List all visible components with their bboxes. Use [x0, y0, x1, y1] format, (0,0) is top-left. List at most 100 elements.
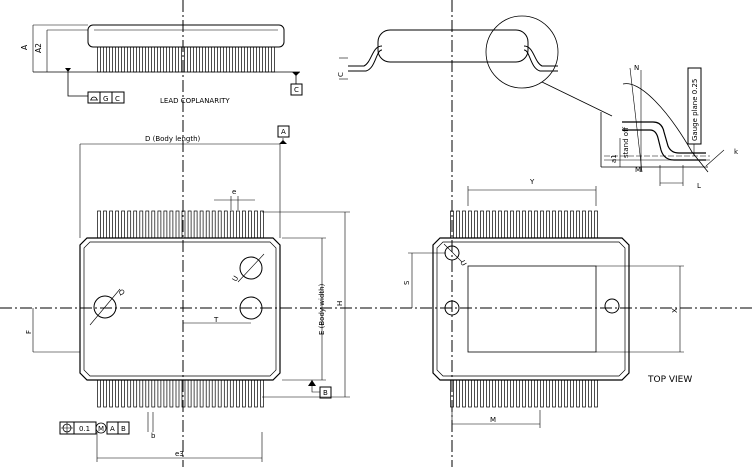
datum-a-box	[277, 125, 290, 138]
lead-top	[564, 210, 568, 239]
lead-top	[558, 210, 562, 239]
lead-top	[456, 210, 460, 239]
angle-line-n	[629, 67, 643, 173]
label-dim-u-left: U	[231, 275, 240, 283]
label-stand-off: stand off	[622, 127, 630, 158]
fcf-tolerance: 0.1	[79, 425, 90, 433]
datum-c-box	[290, 83, 303, 96]
lead-top	[522, 210, 526, 239]
label-dim-u-right: U	[458, 259, 467, 267]
lead-bottom	[127, 379, 132, 408]
lead-top	[127, 210, 132, 239]
lead-bottom	[229, 379, 234, 408]
lead-bottom	[199, 379, 204, 408]
lead-top	[534, 210, 538, 239]
label-dim-k: k	[734, 148, 739, 156]
lead-bottom	[139, 379, 144, 408]
side-lead	[121, 46, 125, 73]
lead-top	[229, 210, 234, 239]
label-dim-t: T	[213, 316, 219, 324]
datum-b-box	[319, 386, 332, 399]
right-body-outline	[432, 237, 630, 381]
label-detail-a1: a1	[610, 154, 618, 163]
lead-top	[582, 210, 586, 239]
label-dim-x: X	[671, 308, 679, 313]
top-ejector-mark-right	[604, 298, 620, 314]
top-ejector-mark-left	[444, 300, 460, 316]
lead-bottom	[145, 379, 150, 408]
label-dim-h: H	[336, 301, 344, 306]
label-gauge-plane: Gauge plane 0.25	[691, 79, 699, 141]
datum-a-label: A	[281, 128, 286, 136]
side-lead	[247, 46, 251, 73]
side-view: A A2 G C LEAD COPLANARITY C	[20, 0, 303, 467]
lead-bottom	[486, 379, 490, 408]
lead-bottom	[248, 379, 252, 408]
lead-top	[510, 210, 514, 239]
lead-bottom	[157, 379, 162, 408]
lead-bottom	[211, 379, 216, 408]
heat-slug-area	[467, 265, 597, 353]
lead-bottom	[462, 379, 466, 408]
lead-bottom	[242, 379, 246, 408]
lead-bottom	[254, 379, 258, 408]
lead-bottom	[187, 379, 192, 408]
lead-bottom	[522, 379, 526, 408]
profile-lead-right	[523, 45, 558, 67]
side-lead	[97, 46, 101, 73]
fcf-b-box	[117, 421, 130, 435]
gauge-plane-box	[687, 67, 702, 145]
lead-bottom	[510, 379, 514, 408]
lead-bottom	[546, 379, 550, 408]
flatness-symbol-icon	[90, 96, 98, 101]
lead-bottom	[534, 379, 538, 408]
datum-c-triangle	[292, 72, 300, 76]
pin1-mark	[239, 256, 263, 280]
lead-top	[199, 210, 204, 239]
lead-top	[242, 210, 246, 239]
lead-top	[468, 210, 472, 239]
lead-bottom	[103, 379, 107, 408]
lead-top	[145, 210, 150, 239]
label-detail-n: N	[634, 64, 639, 72]
lead-top	[169, 210, 174, 239]
label-dim-b: b	[151, 432, 156, 440]
lead-top	[498, 210, 502, 239]
lead-top	[133, 210, 138, 239]
lead-bottom	[175, 379, 180, 408]
lead-bottom	[223, 379, 228, 408]
lead-detail-view: N M a1 stand off Gauge plane 0.25 L k	[600, 64, 739, 190]
side-lead	[175, 46, 179, 73]
lead-bottom	[582, 379, 586, 408]
lead-bottom	[468, 379, 472, 408]
bottom-view-left: D (Body length) A e H E (Body width) B F…	[0, 125, 753, 462]
label-dim-c: C	[337, 72, 345, 77]
side-lead	[241, 46, 245, 73]
top-view-label: TOP VIEW	[647, 375, 692, 385]
lead-bottom	[133, 379, 138, 408]
side-lead	[265, 46, 269, 73]
lead-bottom	[236, 379, 240, 408]
lead-bottom	[504, 379, 508, 408]
label-dim-q: Q	[117, 288, 127, 298]
side-lead	[103, 46, 107, 73]
side-lead	[145, 46, 149, 73]
lead-top	[157, 210, 162, 239]
detail-leader	[541, 81, 613, 117]
coplanarity-c: C	[115, 95, 120, 103]
side-lead	[199, 46, 203, 73]
right-view-leads-bottom	[450, 379, 598, 408]
lead-bottom	[474, 379, 478, 408]
label-dim-l: L	[697, 182, 701, 190]
lead-bottom	[109, 379, 113, 408]
lead-top	[248, 210, 252, 239]
left-view-leads-top	[97, 210, 264, 239]
side-view-body	[87, 24, 285, 48]
detail-lead-top	[622, 121, 706, 154]
label-dim-s: S	[403, 280, 411, 285]
label-detail-m: M	[635, 166, 641, 174]
profile-view: C	[337, 0, 613, 467]
lead-top	[223, 210, 228, 239]
side-lead	[187, 46, 191, 73]
lead-bottom	[260, 379, 264, 408]
